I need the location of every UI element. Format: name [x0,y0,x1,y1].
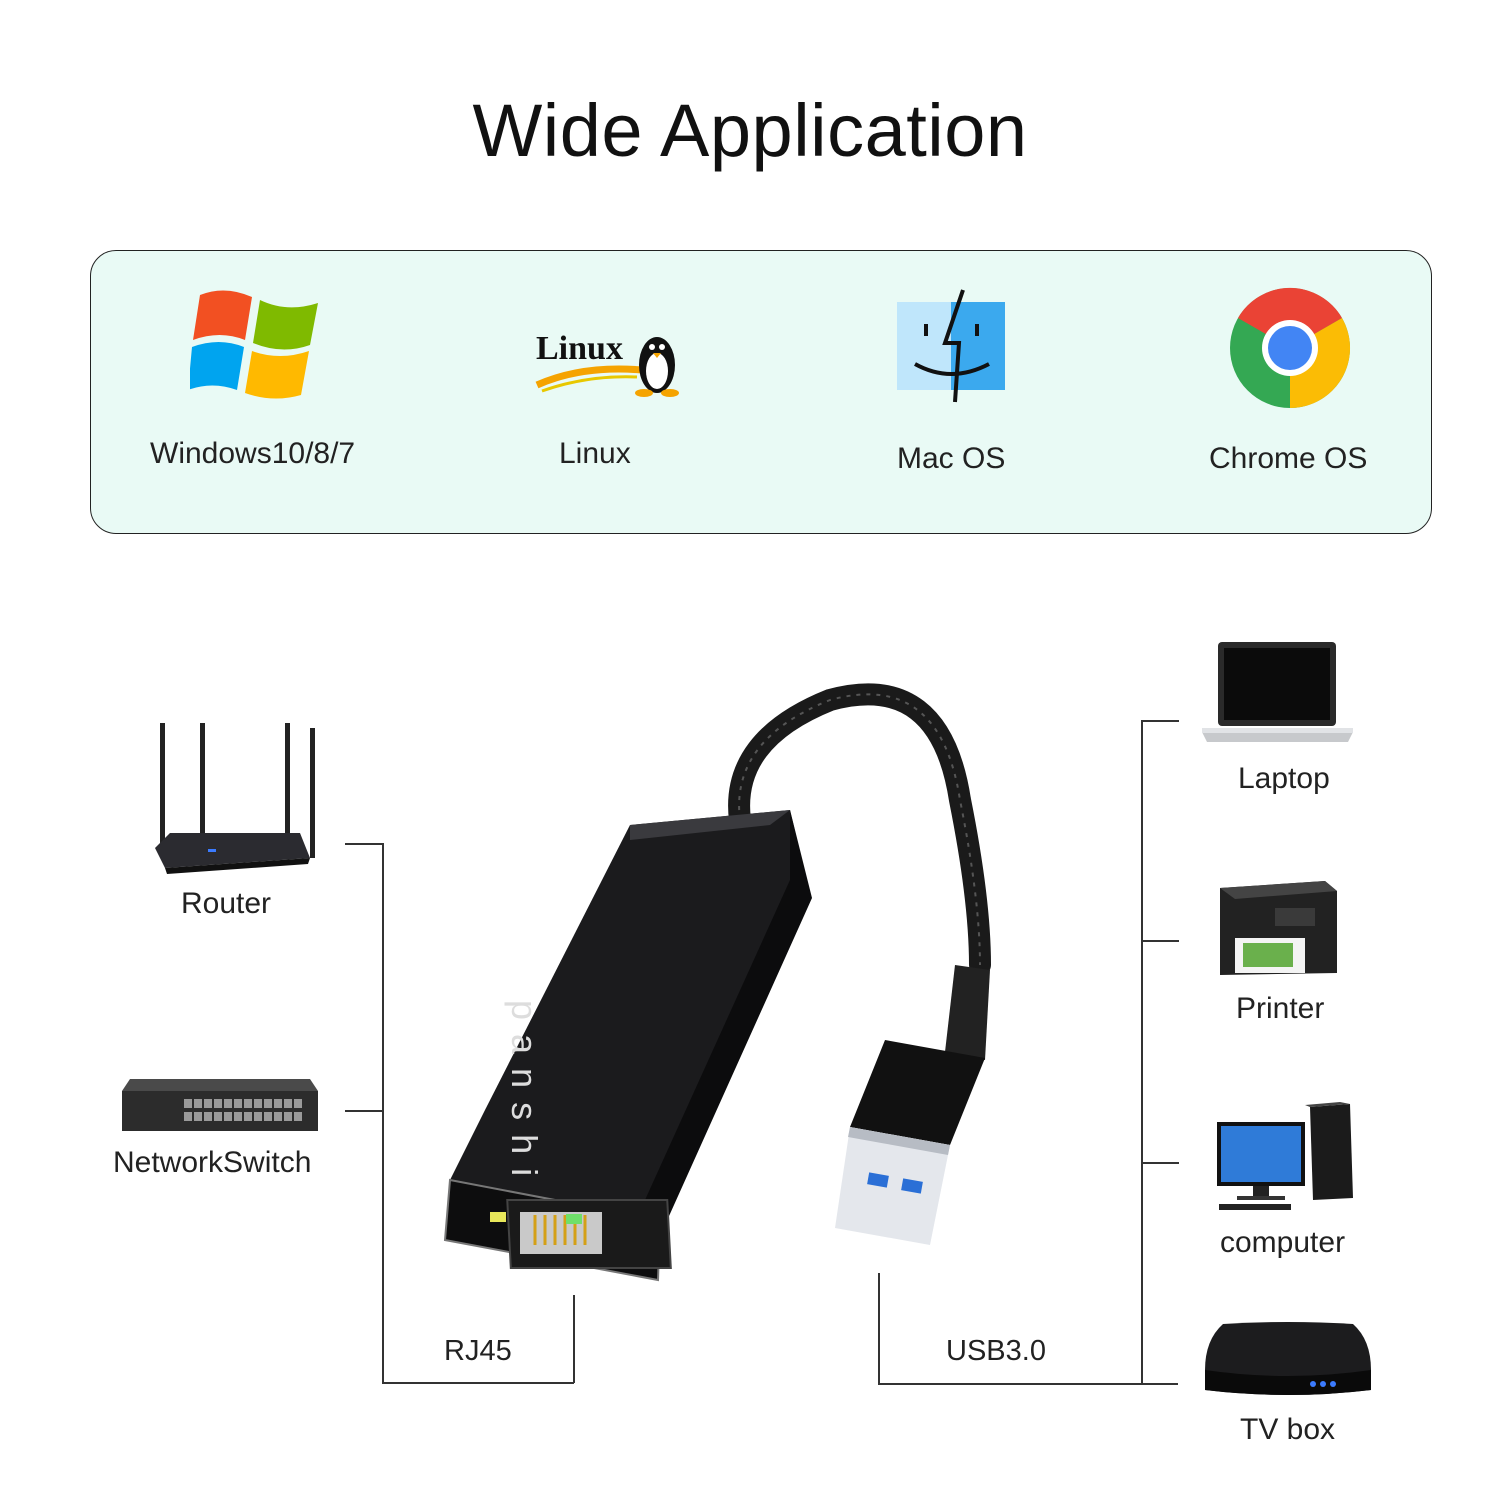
linux-tux-icon [532,325,682,400]
printer-icon [1215,873,1340,983]
switch-port [274,1099,282,1108]
connector-line [878,1273,880,1384]
os-compatibility-panel [90,250,1432,534]
connector-line [1141,1162,1179,1164]
linux-logo-wordmark: Linux [536,330,623,367]
switch-port [224,1099,232,1108]
switch-port [194,1112,202,1121]
switch-port [234,1112,242,1121]
connector-line [1141,720,1143,1384]
switch-port [294,1099,302,1108]
switch-port [264,1099,272,1108]
connector-line [573,1295,575,1383]
switch-port [254,1099,262,1108]
connector-line [1141,720,1179,722]
switch-port [184,1112,192,1121]
os-label-linux: Linux [559,437,631,470]
switch-port [284,1112,292,1121]
switch-port [244,1099,252,1108]
os-label-chromeos: Chrome OS [1209,442,1368,475]
connector-line [345,1110,383,1112]
brand-logo: panshi [504,1000,545,1191]
switch-port [274,1112,282,1121]
switch-port [294,1112,302,1121]
switch-port [284,1099,292,1108]
page-title: Wide Application [472,89,1028,172]
os-label-windows: Windows10/8/7 [150,437,356,470]
switch-port [224,1112,232,1121]
connector-line [382,1382,574,1384]
os-label-macos: Mac OS [897,442,1006,475]
connector-line [1141,940,1179,942]
chrome-logo-icon [1229,287,1351,409]
network-switch-icon [122,1079,318,1134]
switch-port [204,1112,212,1121]
windows-logo-icon [190,285,325,400]
switch-port [184,1099,192,1108]
port-label-usb: USB3.0 [946,1335,1046,1367]
router-icon [150,718,320,878]
device-label-network-switch: NetworkSwitch [113,1146,312,1179]
switch-port [264,1112,272,1121]
switch-port [204,1099,212,1108]
connector-line [345,843,383,845]
laptop-icon [1200,640,1355,748]
device-label-tv-box: TV box [1240,1413,1336,1446]
mac-finder-icon [897,288,1005,404]
device-label-laptop: Laptop [1238,762,1330,795]
port-label-rj45: RJ45 [444,1335,512,1367]
switch-port [214,1099,222,1108]
switch-port [194,1099,202,1108]
switch-port [244,1112,252,1121]
device-label-printer: Printer [1236,992,1325,1025]
switch-port [214,1112,222,1121]
connector-line [382,843,384,1383]
connector-line [878,1383,1178,1385]
tv-box-icon [1203,1320,1373,1402]
usb-ethernet-adapter-illustration [440,680,1020,1290]
device-label-router: Router [181,887,272,920]
desktop-computer-icon [1215,1102,1357,1217]
switch-port [254,1112,262,1121]
switch-port [234,1099,242,1108]
device-label-computer: computer [1220,1226,1346,1259]
